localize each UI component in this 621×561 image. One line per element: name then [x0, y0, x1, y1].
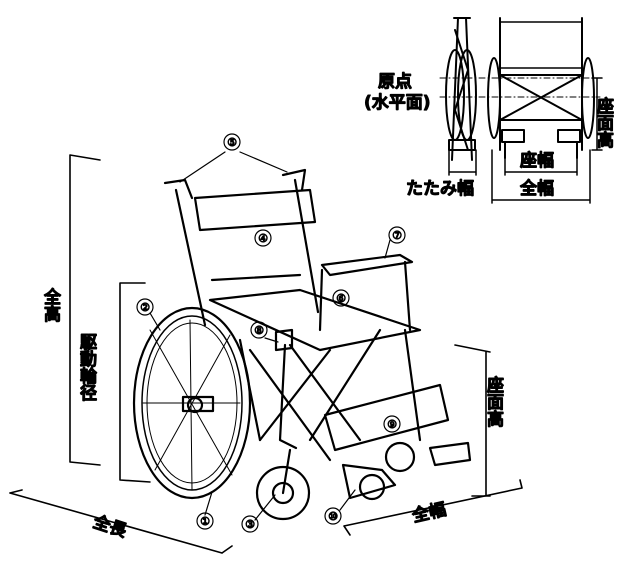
seat-width-label: 座幅: [520, 150, 554, 171]
horizontal-plane-label: (水平面): [364, 92, 431, 113]
leader-lines: [149, 151, 391, 521]
front-seat-height-label: 座面高: [593, 95, 615, 149]
marker-6: ⑥: [336, 292, 346, 305]
total-length-label: 全長: [89, 511, 130, 542]
front-view: [439, 17, 603, 204]
front-total-width-label: 全幅: [519, 178, 554, 199]
marker-9: ⑨: [387, 418, 397, 431]
total-height-label: 全高: [40, 286, 63, 323]
marker-8: ⑧: [254, 324, 264, 337]
marker-10: ⑩: [328, 510, 338, 523]
main-wheelchair: [132, 168, 472, 521]
seat-height-label: 座面高: [483, 374, 505, 428]
folded-wheelchair: [445, 17, 477, 161]
marker-5: ⑤: [227, 136, 237, 149]
marker-4: ④: [258, 232, 268, 245]
svg-text:駆動輪径: 駆動輪径: [76, 333, 97, 401]
drive-wheel: [132, 306, 252, 500]
svg-text:全高: 全高: [40, 287, 62, 323]
marker-3: ③: [245, 518, 255, 531]
marker-7: ⑦: [392, 229, 402, 242]
dimension-lines: [9, 154, 523, 554]
wheel-diameter-label: 駆動輪径: [76, 332, 98, 401]
svg-text:座面高: 座面高: [593, 96, 614, 149]
marker-1: ①: [200, 515, 210, 528]
folded-width-label: たたみ幅: [406, 178, 474, 199]
svg-text:座面高: 座面高: [483, 375, 504, 428]
origin-label: 原点: [378, 71, 412, 92]
marker-2: ②: [140, 301, 150, 314]
total-width-label: 全幅: [409, 499, 448, 527]
open-wheelchair: [487, 17, 595, 159]
part-markers: [136, 133, 406, 533]
